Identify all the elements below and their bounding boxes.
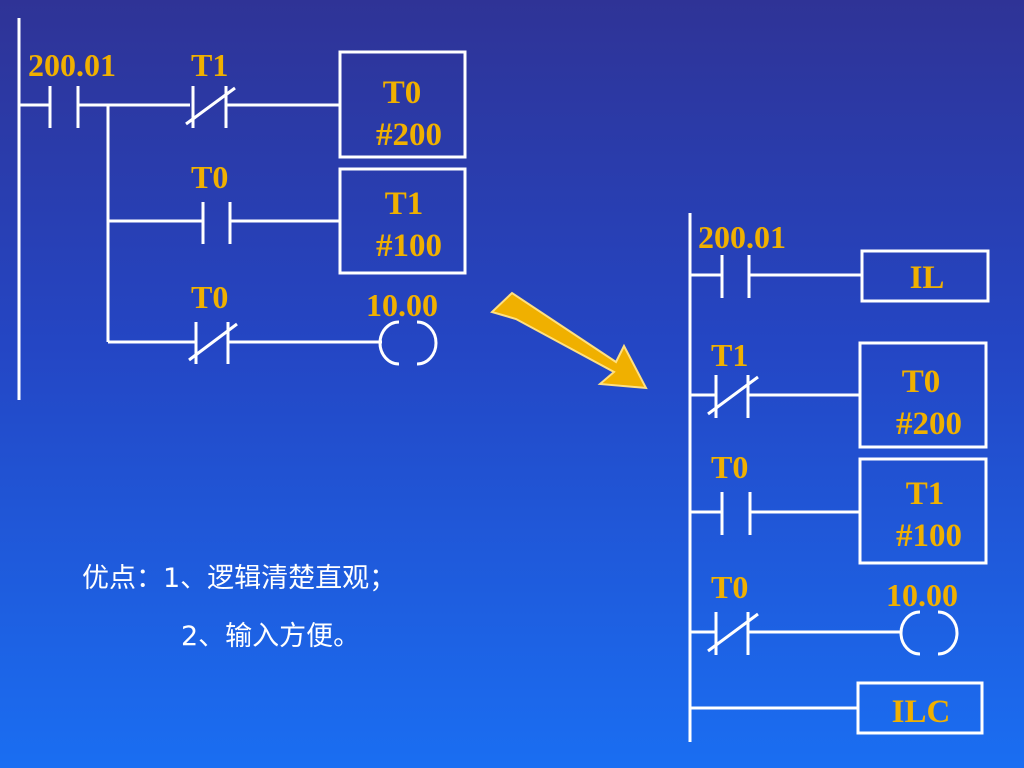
timer-box-t1 <box>338 167 467 275</box>
timer-box-t1 <box>858 457 988 565</box>
box-label: #100 <box>896 518 962 554</box>
timer-box-t0 <box>858 341 988 449</box>
advantage-note-line-2: 2、输入方便。 <box>181 621 361 652</box>
advantage-note-line-1: 优点：1、逻辑清楚直观； <box>82 563 397 594</box>
contact-label: T1 <box>711 337 748 373</box>
box-label: T0 <box>902 364 941 400</box>
box-label: ILC <box>892 694 951 730</box>
box-label: #100 <box>376 228 442 264</box>
box-label: T1 <box>385 186 424 222</box>
box-label: IL <box>910 260 945 296</box>
contact-label: T1 <box>191 47 228 83</box>
box-label: T0 <box>383 75 422 111</box>
contact-label: 200.01 <box>698 219 786 255</box>
output-coil-symbol <box>378 320 438 366</box>
left-rung-1: 200.01 T1 T0 #200 <box>19 47 467 159</box>
coil-label: 10.00 <box>366 287 438 323</box>
no-contact-symbol <box>720 492 752 535</box>
contact-label: T0 <box>191 279 228 315</box>
contact-label: T0 <box>711 449 748 485</box>
box-label: #200 <box>376 117 442 153</box>
right-rung-5: ILC <box>690 681 984 735</box>
contact-label: T0 <box>711 569 748 605</box>
left-rung-2: T0 T1 #100 <box>108 159 467 275</box>
box-label: #200 <box>896 406 962 442</box>
right-rung-2: T1 T0 #200 <box>690 337 988 449</box>
right-ladder-diagram: 200.01 IL T1 T0 #200 T0 <box>688 213 990 742</box>
coil-label: 10.00 <box>886 577 958 613</box>
contact-label: 200.01 <box>28 47 116 83</box>
no-contact-symbol <box>720 255 751 298</box>
no-contact-symbol <box>48 86 80 128</box>
nc-contact-symbol <box>185 86 236 128</box>
no-contact-symbol <box>201 202 232 244</box>
right-rung-4: T0 10.00 <box>690 569 959 656</box>
il-box <box>860 249 990 303</box>
ilc-box <box>856 681 984 735</box>
contact-label: T0 <box>191 159 228 195</box>
timer-box-t0 <box>338 50 467 159</box>
arrow-icon <box>490 291 648 390</box>
right-rung-3: T0 T1 #100 <box>690 449 988 565</box>
left-rung-3: T0 10.00 <box>108 279 438 366</box>
box-label: T1 <box>906 476 945 512</box>
right-rung-1: 200.01 IL <box>690 219 990 303</box>
output-coil-symbol <box>899 610 959 656</box>
left-ladder-diagram: 200.01 T1 T0 #200 T0 T1 #100 <box>17 18 467 400</box>
